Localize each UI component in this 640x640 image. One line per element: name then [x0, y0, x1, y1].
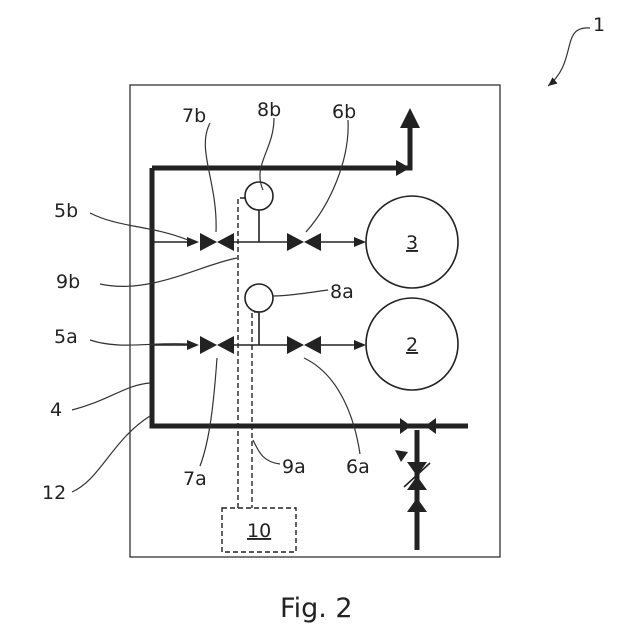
label-5a: 5a: [54, 326, 78, 348]
sensor-8b: [245, 182, 273, 242]
signal-line-9a: [252, 312, 259, 508]
figure-caption: Fig. 2: [280, 593, 353, 624]
label-box-10: 10: [247, 520, 271, 542]
label-tank-3: 3: [406, 232, 418, 254]
signal-line-9b: [238, 198, 245, 508]
label-4: 4: [50, 399, 62, 421]
valve-7a: [200, 336, 234, 354]
label-12: 12: [42, 482, 66, 504]
valve-6b: [287, 233, 321, 251]
sensor-8a: [245, 284, 273, 345]
leader-lines: [72, 118, 360, 492]
label-9a: 9a: [282, 456, 306, 478]
reference-1-arrow: [548, 28, 590, 86]
label-7a: 7a: [183, 468, 207, 490]
branch-line-5b: [152, 237, 199, 247]
label-6a: 6a: [346, 456, 370, 478]
label-8b: 8b: [257, 99, 281, 121]
outlet-to-tank-2: [321, 340, 366, 350]
label-6b: 6b: [332, 101, 356, 123]
label-9b: 9b: [56, 271, 80, 293]
label-1: 1: [593, 14, 605, 36]
label-5b: 5b: [54, 200, 78, 222]
outlet-to-tank-3: [321, 237, 366, 247]
valve-6a: [287, 336, 321, 354]
label-tank-2: 2: [406, 334, 418, 356]
branch-line-5a: [152, 340, 199, 350]
label-7b: 7b: [182, 105, 206, 127]
valve-7b: [200, 233, 234, 251]
supply-line: [395, 418, 436, 550]
label-8a: 8a: [330, 281, 354, 303]
